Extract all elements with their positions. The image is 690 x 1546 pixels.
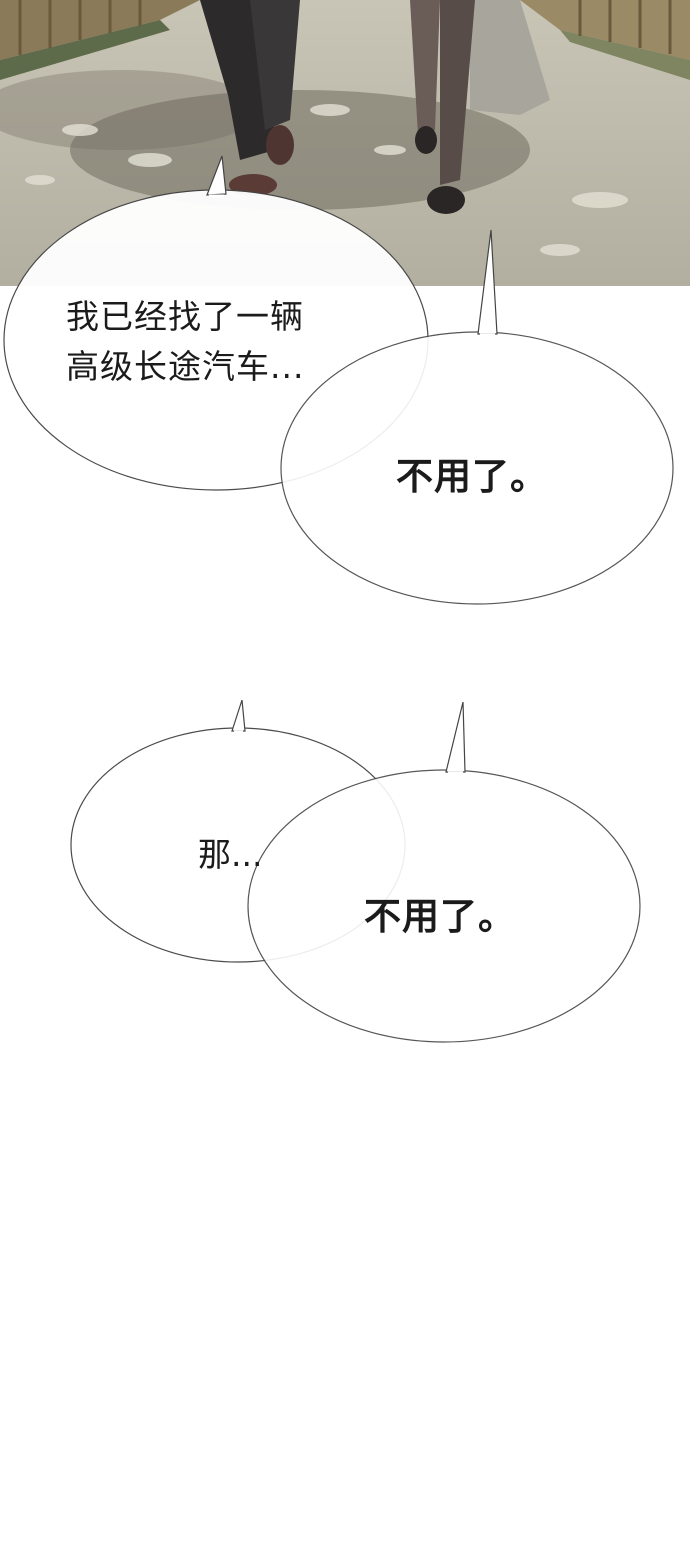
comic-panel-top [0, 0, 690, 286]
bubble-1-text: 我已经找了一辆 高级长途汽车... [66, 292, 304, 392]
bubble-1-line-1: 我已经找了一辆 [66, 297, 304, 336]
speech-bubble-2 [280, 229, 674, 605]
bubble-4-text: 不用了。 [364, 895, 516, 938]
bubble-2-text: 不用了。 [396, 455, 548, 498]
bubble-1-line-2: 高级长途汽车... [66, 347, 305, 386]
street-scene-illustration [0, 0, 690, 286]
speech-bubble-4 [247, 701, 641, 1043]
bubble-3-text: 那... [198, 835, 263, 874]
